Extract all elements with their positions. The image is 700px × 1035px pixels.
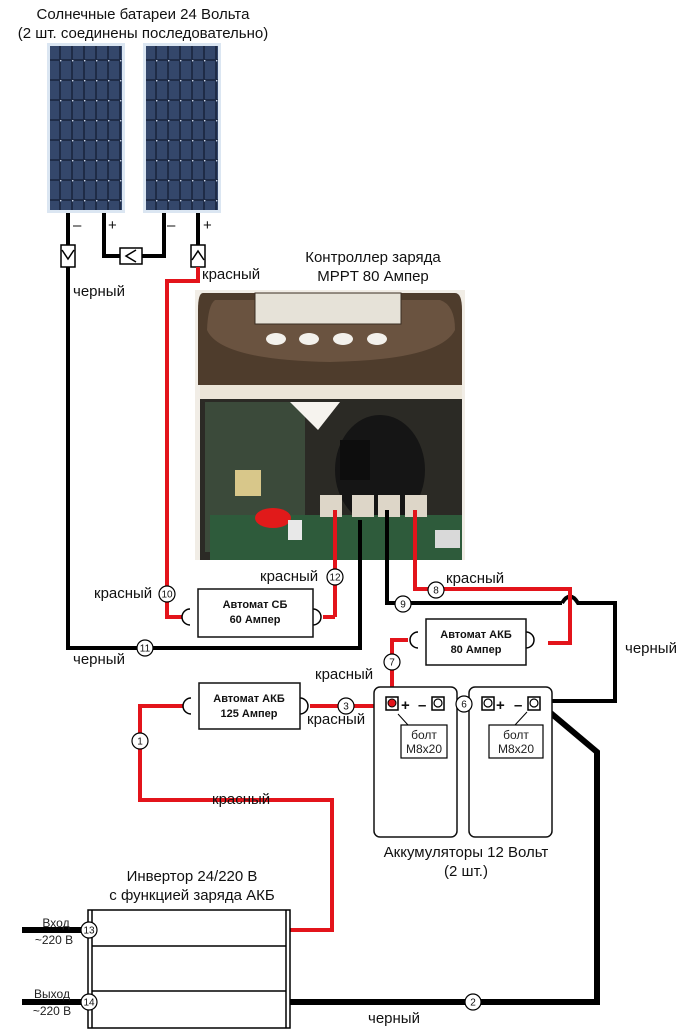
- battery1-bolt-line1: болт: [411, 728, 437, 742]
- inverter: [87, 909, 291, 1029]
- title-line2: (2 шт. соединены последовательно): [18, 25, 268, 42]
- breaker-80-line1: Автомат АКБ: [440, 629, 512, 641]
- wire-number-13: 13: [80, 921, 98, 939]
- inverter-title-line1: Инвертор 24/220 В: [127, 868, 258, 885]
- inverter-title-line2: с функцией заряда АКБ: [109, 887, 275, 904]
- label-black-panel: черный: [73, 283, 125, 300]
- charge-controller: [195, 290, 465, 560]
- panel2-minus: –: [167, 217, 176, 234]
- battery2-bolt-line2: М8х20: [498, 742, 534, 756]
- solar-panel-2: [143, 43, 221, 213]
- solar-panel-1: [47, 43, 125, 213]
- breaker-battery-80a: Автомат АКБ 80 Ампер: [409, 618, 535, 666]
- breaker-battery-125a: Автомат АКБ 125 Ампер: [182, 682, 309, 730]
- panel2-plus: +: [203, 217, 212, 234]
- wire-number-label: 12: [329, 573, 341, 584]
- inverter-input-label1: Вход: [42, 916, 69, 930]
- wire-2-black: [290, 701, 600, 1005]
- wire-number-11: 11: [136, 639, 154, 657]
- panel2-minus-lead: [140, 213, 166, 258]
- battery2-plus: +: [496, 697, 505, 714]
- mc4-connector-plus: [190, 244, 206, 268]
- wire-number-7: 7: [383, 653, 401, 671]
- wire-number-label: 14: [83, 998, 95, 1009]
- label-red-3: красный: [307, 711, 365, 728]
- breaker-solar-line1: Автомат СБ: [223, 599, 288, 611]
- wire-9-black-to-battery: [540, 594, 617, 703]
- wire-number-8: 8: [427, 581, 445, 599]
- mc4-connector-series: [119, 247, 143, 265]
- wire-number-label: 3: [343, 702, 349, 713]
- wire-number-1: 1: [131, 732, 149, 750]
- wire-11-black: [66, 267, 362, 650]
- label-red-panel: красный: [202, 266, 260, 283]
- controller-button-2: [299, 333, 319, 345]
- battery-2: + – болт М8х20: [468, 686, 553, 838]
- wire-number-label: 7: [389, 658, 395, 669]
- label-red-8: красный: [446, 570, 504, 587]
- breaker-125-line1: Автомат АКБ: [213, 693, 285, 705]
- title-line1: Солнечные батареи 24 Вольта: [37, 6, 251, 23]
- label-black-11: черный: [73, 651, 125, 668]
- mc4-connector-minus: [60, 244, 76, 268]
- wire-number-6: 6: [455, 695, 473, 713]
- wire-number-14: 14: [80, 993, 98, 1011]
- wire-1-red: [138, 704, 334, 932]
- battery1-bolt-line2: М8х20: [406, 742, 442, 756]
- label-black-2: черный: [368, 1010, 420, 1027]
- wire-8-red: [413, 510, 572, 645]
- battery1-plus: +: [401, 697, 410, 714]
- wire-number-label: 10: [161, 590, 173, 601]
- battery1-minus: –: [418, 697, 426, 714]
- wire-number-label: 13: [83, 926, 95, 937]
- controller-button-1: [266, 333, 286, 345]
- panel1-plus: +: [108, 217, 117, 234]
- controller-button-4: [367, 333, 387, 345]
- wire-number-2: 2: [464, 993, 482, 1011]
- label-red-12: красный: [260, 568, 318, 585]
- controller-title-line2: MPPT 80 Ампер: [317, 268, 429, 285]
- controller-display: [254, 292, 402, 325]
- wire-number-label: 11: [140, 644, 151, 655]
- battery-1: + – болт М8х20: [373, 686, 458, 838]
- inverter-output-label1: Выход: [34, 987, 70, 1001]
- label-red-10: красный: [94, 585, 152, 602]
- wire-number-label: 1: [137, 737, 143, 748]
- wire-number-10: 10: [158, 585, 176, 603]
- wire-number-label: 6: [461, 700, 467, 711]
- label-red-1: красный: [212, 791, 270, 808]
- battery2-bolt-line1: болт: [503, 728, 529, 742]
- wire-number-label: 9: [400, 600, 406, 611]
- inverter-input-label2: ~220 В: [35, 933, 73, 947]
- batteries-caption-line2: (2 шт.): [444, 863, 488, 880]
- wire-number-12: 12: [326, 568, 344, 586]
- panel1-plus-lead: [102, 213, 120, 258]
- controller-button-3: [333, 333, 353, 345]
- battery2-minus: –: [514, 697, 522, 714]
- wire-10-red: [165, 267, 200, 619]
- panel1-minus: –: [73, 217, 82, 234]
- controller-title-line1: Контроллер заряда: [305, 249, 441, 266]
- breaker-80-line2: 80 Ампер: [451, 644, 502, 656]
- breaker-solar-60a: Автомат СБ 60 Ампер: [181, 588, 322, 638]
- wire-number-label: 8: [433, 586, 439, 597]
- wire-9-black: [385, 510, 562, 605]
- breaker-125-line2: 125 Ампер: [221, 708, 278, 720]
- batteries-caption-line1: Аккумуляторы 12 Вольт: [384, 844, 549, 861]
- wire-number-label: 2: [470, 998, 476, 1009]
- inverter-output-label2: ~220 В: [33, 1004, 71, 1018]
- label-black-9: черный: [625, 640, 677, 657]
- breaker-solar-line2: 60 Ампер: [230, 614, 281, 626]
- wire-number-9: 9: [394, 595, 412, 613]
- wire-number-3: 3: [337, 697, 355, 715]
- label-red-7: красный: [315, 666, 373, 683]
- wire-7-red: [390, 638, 408, 703]
